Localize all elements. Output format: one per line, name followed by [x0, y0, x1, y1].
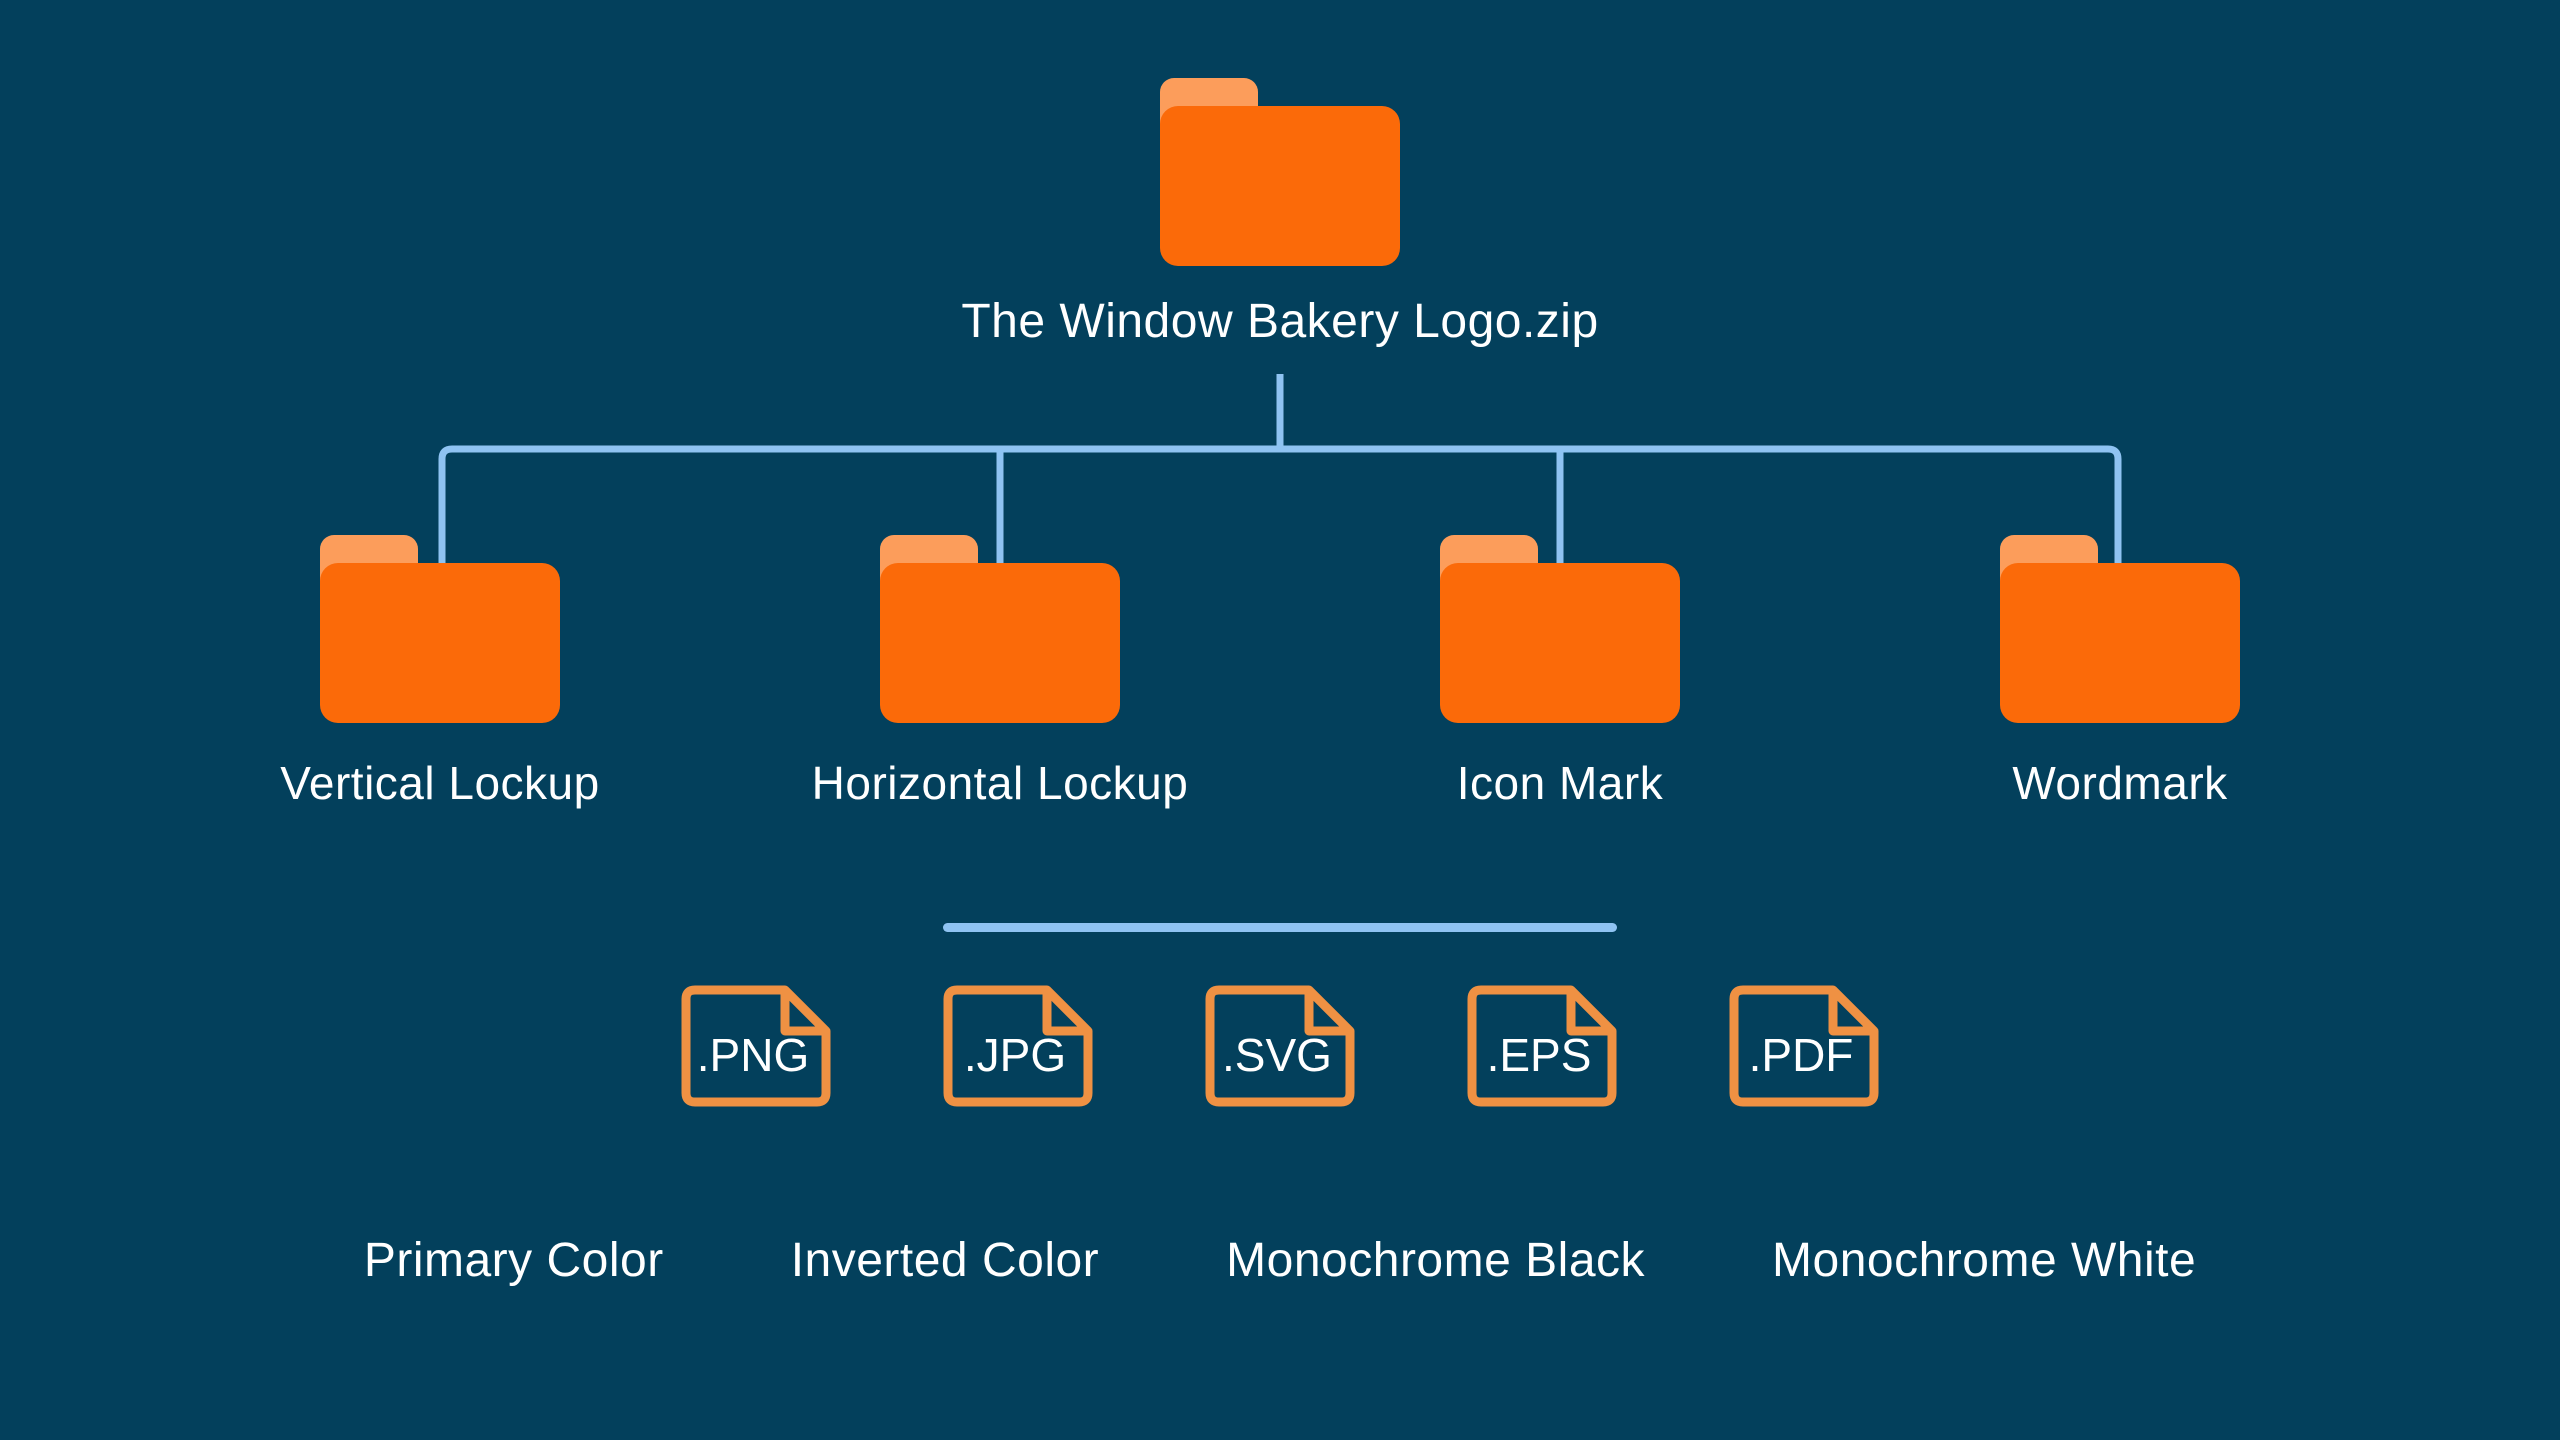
folder-body — [1440, 563, 1680, 723]
file-extension-label: .JPG — [964, 1029, 1066, 1081]
folder-icon — [1440, 535, 1680, 723]
file-extension-label: .PDF — [1749, 1029, 1854, 1081]
pdf-file-icon: .PDF — [1729, 985, 1879, 1107]
subfolder-icon-mark: Icon Mark — [1280, 535, 1840, 811]
variant-label-inverted-color: Inverted Color — [790, 1234, 1100, 1287]
folder-body — [2000, 563, 2240, 723]
subfolder-wordmark: Wordmark — [1840, 535, 2400, 811]
subfolder-vertical-lockup: Vertical Lockup — [160, 535, 720, 811]
root-folder-group — [1160, 78, 1400, 266]
subfolder-horizontal-lockup: Horizontal Lockup — [720, 535, 1280, 811]
variant-label-monochrome-white: Monochrome White — [1772, 1234, 2197, 1287]
jpg-file-icon: .JPG — [943, 985, 1093, 1107]
subfolders-row: Vertical Lockup Horizontal Lockup Icon M… — [160, 535, 2400, 811]
svg-file-icon: .SVG — [1205, 985, 1355, 1107]
variant-label-primary-color: Primary Color — [363, 1234, 664, 1287]
subfolder-label: Wordmark — [2012, 757, 2228, 809]
folder-icon — [880, 535, 1120, 723]
file-formats-row: .PNG .JPG .SVG .EPS — [0, 985, 2560, 1107]
folder-icon — [2000, 535, 2240, 723]
color-variants-row: Primary Color Inverted Color Monochrome … — [0, 1233, 2560, 1289]
folder-body — [320, 563, 560, 723]
png-file-icon: .PNG — [681, 985, 831, 1107]
file-extension-label: .SVG — [1222, 1029, 1332, 1081]
root-folder-label: The Window Bakery Logo.zip — [961, 295, 1599, 348]
file-extension-label: .PNG — [697, 1029, 809, 1081]
folder-body — [880, 563, 1120, 723]
subfolder-label: Icon Mark — [1456, 757, 1664, 809]
root-folder-icon — [1160, 78, 1400, 266]
folder-body — [1160, 106, 1400, 266]
section-divider-line — [943, 923, 1617, 932]
branch-rail-line — [438, 445, 2122, 585]
eps-file-icon: .EPS — [1467, 985, 1617, 1107]
subfolder-label: Horizontal Lockup — [811, 757, 1189, 809]
file-extension-label: .EPS — [1487, 1029, 1592, 1081]
variant-label-monochrome-black: Monochrome Black — [1226, 1234, 1646, 1287]
folder-icon — [320, 535, 560, 723]
subfolder-label: Vertical Lockup — [280, 757, 600, 809]
